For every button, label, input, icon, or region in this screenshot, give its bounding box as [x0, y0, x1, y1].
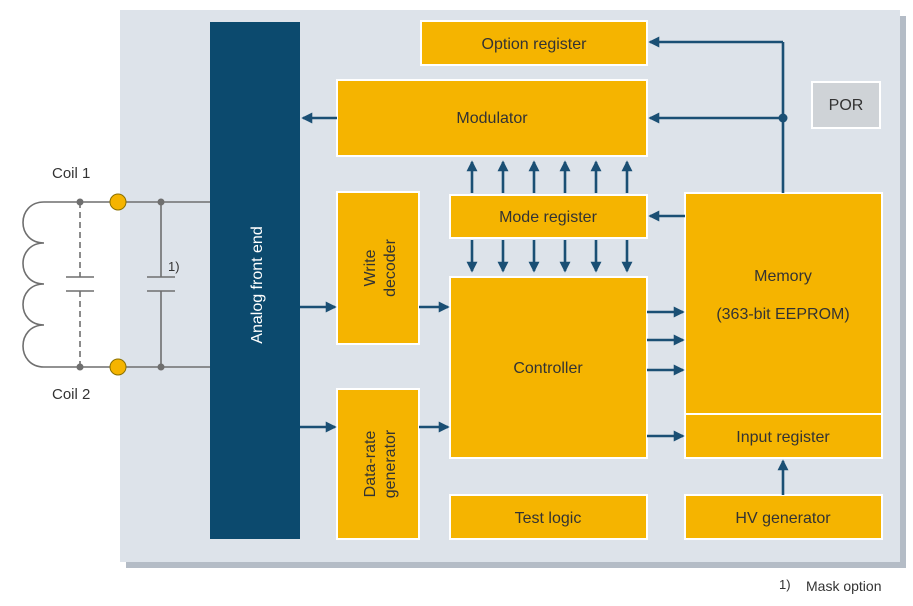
data-rate-label-line2: generator	[382, 429, 399, 498]
analog-front-end-block	[210, 22, 300, 539]
coil1-pin	[109, 193, 127, 211]
input-register-label: Input register	[736, 429, 830, 446]
input-register-block	[684, 413, 883, 459]
test-logic-block	[449, 494, 648, 540]
coil2-label: Coil 2	[52, 386, 90, 403]
coil2-pin	[109, 358, 127, 376]
footnote-marker: 1)	[779, 577, 791, 592]
hv-generator-label: HV generator	[735, 510, 831, 527]
memory-label-line1: Memory	[754, 268, 812, 285]
mask-option-marker: 1)	[168, 259, 180, 274]
data-rate-generator-block	[336, 388, 420, 540]
data-rate-label-line1: Data-rate	[362, 431, 379, 498]
write-decoder-block	[336, 191, 420, 345]
test-logic-label: Test logic	[515, 510, 582, 527]
mode-register-label: Mode register	[499, 209, 597, 226]
write-decoder-label-line2: decoder	[382, 238, 399, 296]
modulator-label: Modulator	[456, 110, 528, 127]
mode-register-block	[449, 194, 648, 239]
por-label: POR	[829, 97, 864, 114]
junction-dot	[157, 363, 165, 371]
controller-label: Controller	[513, 360, 583, 377]
option-register-block	[420, 20, 648, 66]
inductor-icon	[22, 201, 80, 368]
por-block	[811, 81, 881, 129]
coil1-label: Coil 1	[52, 165, 90, 182]
bus-junction-dot	[778, 113, 788, 123]
memory-block	[684, 192, 883, 415]
coil-circuit	[22, 201, 210, 368]
controller-block	[449, 276, 648, 459]
footnote-text: Mask option	[806, 578, 881, 594]
memory-label-line2: (363-bit EEPROM)	[716, 306, 849, 323]
junction-dot	[157, 198, 165, 206]
junction-dot	[76, 363, 84, 371]
write-decoder-label-line1: Write	[362, 249, 379, 286]
modulator-block	[336, 79, 648, 157]
junction-dot	[76, 198, 84, 206]
analog-front-end-label: Analog front end	[249, 226, 266, 343]
option-register-label: Option register	[482, 36, 588, 53]
